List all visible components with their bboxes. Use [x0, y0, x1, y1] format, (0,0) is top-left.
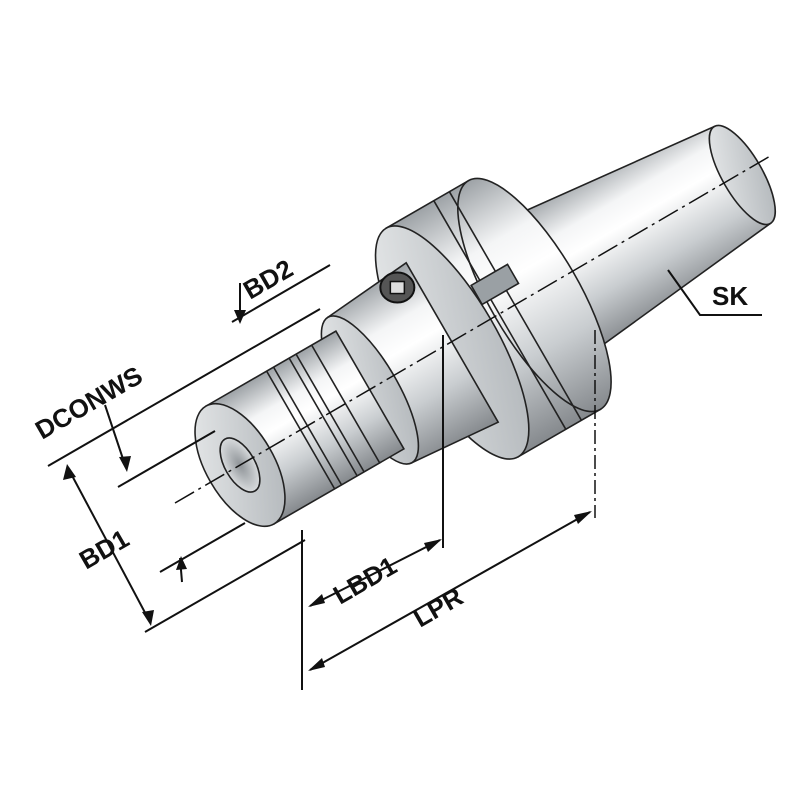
label-bd1: BD1: [74, 523, 134, 575]
drive-slot: [470, 263, 520, 306]
dim-bd2: BD2: [231, 253, 331, 324]
center-axis: [174, 154, 773, 504]
label-lbd1: LBD1: [328, 550, 402, 610]
label-lpr: LPR: [408, 581, 468, 633]
set-screw: [379, 271, 416, 304]
label-dconws: DCONWS: [30, 360, 148, 445]
label-bd2: BD2: [238, 253, 298, 305]
toolholder-body: [194, 124, 777, 528]
label-sk: SK: [712, 281, 748, 311]
dim-sk: SK: [667, 269, 762, 316]
